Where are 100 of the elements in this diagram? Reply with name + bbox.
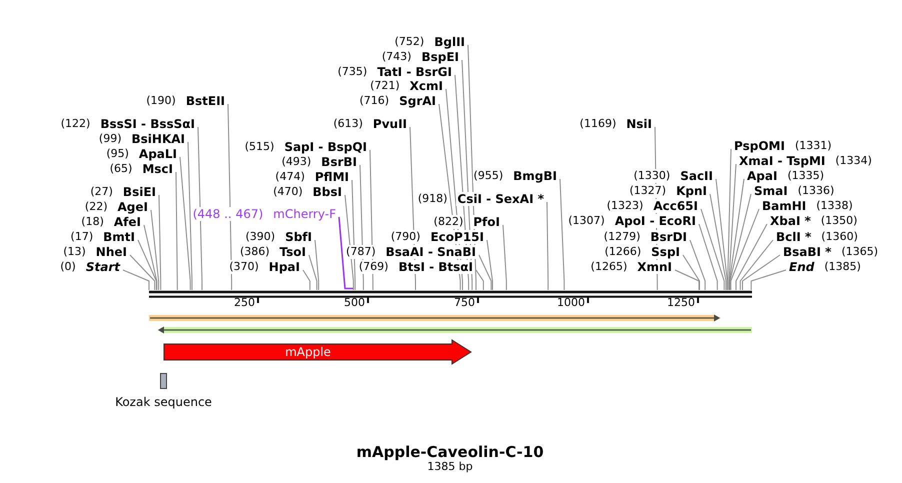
site-coordinate: (370) xyxy=(228,260,260,274)
enzyme-name: BsaBI * xyxy=(782,245,832,259)
leader-line xyxy=(158,194,162,290)
leader-line xyxy=(314,240,320,290)
sequence-end-label: Start xyxy=(84,260,121,274)
leader-line xyxy=(560,178,565,290)
leader-line xyxy=(730,208,760,290)
enzyme-name: BclI * xyxy=(775,230,812,244)
enzyme-name: BspEI xyxy=(420,50,460,64)
enzyme-name: BssSI - BssSαI xyxy=(99,117,196,131)
scale-label: 1000 xyxy=(557,296,585,309)
scale-label: 1250 xyxy=(667,296,695,309)
scale-label: 500 xyxy=(344,296,365,309)
site-coordinate: (17) xyxy=(70,230,94,244)
site-coordinate: (122) xyxy=(60,117,92,131)
leader-line xyxy=(502,224,507,290)
enzyme-name: BamHI xyxy=(761,199,808,213)
site-coordinate: (716) xyxy=(358,94,390,108)
site-coordinate: (769) xyxy=(358,260,390,274)
site-coordinate: (13) xyxy=(62,245,87,259)
enzyme-name: ApoI - EcoRI xyxy=(614,214,697,228)
enzyme-name: XmaI - TspMI xyxy=(738,154,826,168)
site-coordinate: (386) xyxy=(238,245,271,259)
site-coordinate: (1338) xyxy=(815,199,854,213)
enzyme-name: XmnI xyxy=(636,260,673,274)
leader-line xyxy=(682,254,700,290)
site-coordinate: (1279) xyxy=(602,230,642,244)
site-coordinate: (1266) xyxy=(604,245,642,259)
enzyme-name: BsiHKAI xyxy=(130,132,186,146)
site-coordinate: (955) xyxy=(472,169,504,183)
leader-line xyxy=(308,254,318,290)
enzyme-name: BbsI xyxy=(312,185,343,199)
leader-line xyxy=(740,240,774,290)
site-coordinate: (190) xyxy=(145,94,177,108)
leader-line xyxy=(176,172,178,290)
site-coordinate: (470) xyxy=(272,185,304,199)
enzyme-name: PvuII xyxy=(372,117,408,131)
scale-label: 750 xyxy=(454,296,475,309)
enzyme-name: XbaI * xyxy=(769,214,812,228)
site-coordinate: (493) xyxy=(280,155,312,169)
enzyme-name: CsiI - SexAI * xyxy=(456,192,545,206)
site-coordinate: (735) xyxy=(336,65,368,79)
site-coordinate: (1323) xyxy=(606,199,644,213)
leader-line xyxy=(729,194,752,290)
leader-line xyxy=(130,254,156,290)
enzyme-name: SacII xyxy=(679,169,714,183)
feature-label: mApple xyxy=(285,345,331,359)
enzyme-name: TatI - BsrGI xyxy=(376,65,453,79)
site-coordinate: (65) xyxy=(108,162,134,176)
site-coordinate: (1360) xyxy=(820,230,859,244)
leader-line xyxy=(727,148,732,290)
site-coordinate: (1335) xyxy=(786,169,826,183)
leader-line xyxy=(674,270,700,290)
enzyme-name: BsiEI xyxy=(122,185,157,199)
enzyme-name: BglII xyxy=(433,35,466,49)
site-coordinate: (1330) xyxy=(632,169,672,183)
site-coordinate: (18) xyxy=(80,215,105,229)
scale-label: 250 xyxy=(234,296,255,309)
site-coordinate: (95) xyxy=(105,147,130,161)
enzyme-name: SmaI xyxy=(753,184,789,198)
leader-line xyxy=(122,270,150,290)
enzyme-name: SbfI xyxy=(284,230,313,244)
enzyme-name: NheI xyxy=(94,245,128,259)
leader-line xyxy=(150,210,160,290)
enzyme-name: MscI xyxy=(141,162,174,176)
enzyme-name: Acc65I xyxy=(652,199,699,213)
leader-line xyxy=(138,240,157,290)
leader-line xyxy=(690,240,706,290)
enzyme-name: BstEII xyxy=(184,94,226,108)
site-coordinate: (790) xyxy=(390,230,422,244)
enzyme-name: BsrDI xyxy=(649,230,688,244)
feature-label: Kozak sequence xyxy=(115,395,212,409)
site-coordinate: (22) xyxy=(84,200,109,214)
site-coordinate: (1327) xyxy=(628,184,668,198)
feature-box xyxy=(160,373,167,389)
leader-line xyxy=(302,270,310,290)
site-coordinate: (515) xyxy=(244,140,276,154)
site-coordinate: (0) xyxy=(59,260,77,274)
enzyme-name: SapI - BspQI xyxy=(283,140,368,154)
leader-line xyxy=(546,202,549,290)
dna-backbone xyxy=(149,290,752,299)
leader-line xyxy=(698,224,718,290)
orf-track xyxy=(148,313,722,323)
primer-coordinate: (448 .. 467) xyxy=(192,207,264,221)
site-coordinate: (721) xyxy=(369,79,401,93)
enzyme-name: ApaI xyxy=(746,169,778,183)
enzyme-name: NsiI xyxy=(625,117,653,131)
site-coordinate: (1336) xyxy=(796,184,836,198)
enzyme-name: TsoI xyxy=(278,245,307,259)
site-coordinate: (27) xyxy=(89,185,114,199)
leader-line xyxy=(180,156,191,290)
sequence-end-label: End xyxy=(788,260,816,274)
enzyme-name: AgeI xyxy=(116,200,149,214)
leader-line xyxy=(736,224,768,290)
leader-line xyxy=(728,164,736,290)
site-coordinate: (1350) xyxy=(820,214,858,228)
leader-line xyxy=(478,254,492,290)
leader-line xyxy=(476,270,484,290)
primer-name: mCherry-F xyxy=(272,207,337,221)
enzyme-name: AfeI xyxy=(112,215,142,229)
